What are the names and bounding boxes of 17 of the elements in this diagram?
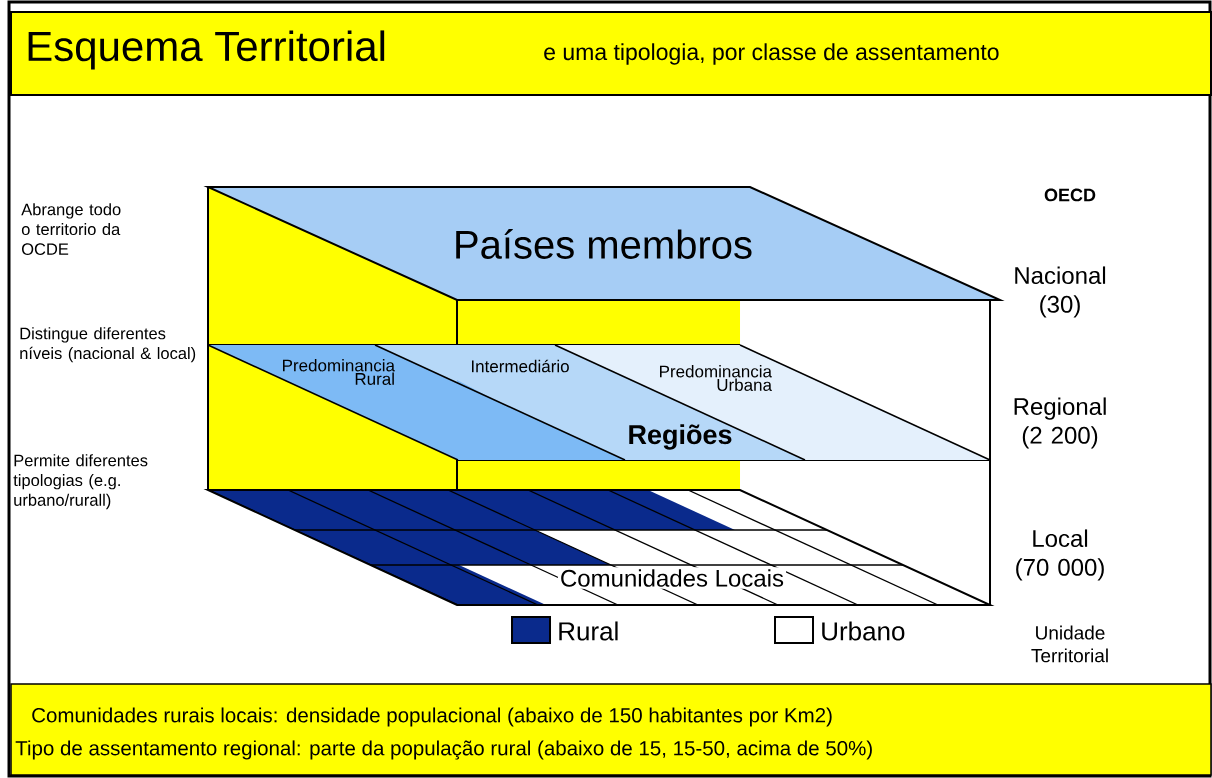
side-note: Permite diferentes tipologias (e.g. urbano/rurall)	[13, 454, 148, 510]
node-label: Intermediário	[471, 359, 569, 373]
layer-plane: Predominancia Rural Intermediário Predominancia Urbana Regiões	[207, 299, 1001, 461]
heading: OECD	[1044, 188, 1096, 202]
unit-label: Unidade Territorial	[1031, 625, 1108, 663]
legend-label: Rural	[559, 621, 618, 641]
subtitle: e uma tipologia, por classe de assentamento	[544, 43, 999, 65]
node-label: Predominancia Rural	[283, 359, 395, 385]
side-note: Abrange todo o territorio da OCDE	[21, 203, 121, 255]
legend-label: Urbano	[822, 621, 905, 641]
level-label: Regional (2 200)	[1014, 397, 1106, 449]
title: Esquema Territorial	[28, 30, 385, 70]
note-text: Tipo de assentamento regional: parte da população rural (abaixo de 15, 15-50, acima de 50%)	[15, 740, 872, 760]
level-label: Local (70 000)	[1016, 529, 1104, 581]
side-note: Distingue diferentes níveis (nacional & local)	[20, 327, 196, 363]
level-label: Nacional (30)	[1015, 266, 1106, 318]
note-text: Comunidades rurais locais: densidade populacional (abaixo de 150 habitantes por Km2)	[32, 707, 832, 727]
